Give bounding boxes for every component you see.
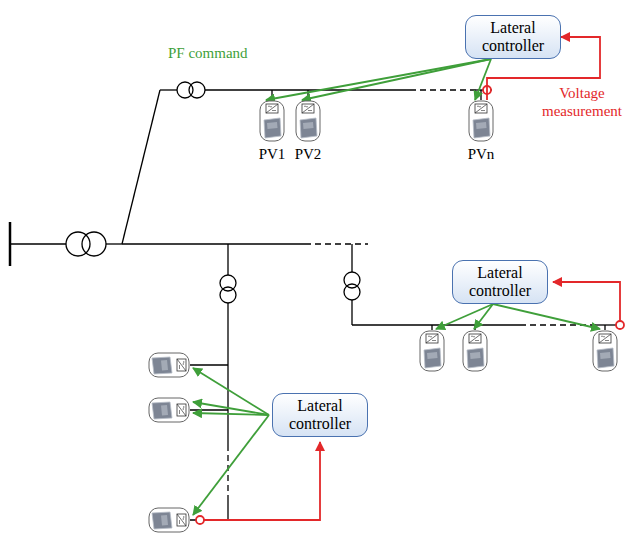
command-arrow <box>436 304 493 329</box>
transformer-symbol <box>344 284 360 300</box>
wire <box>351 300 352 325</box>
wire <box>190 364 228 365</box>
pv-icon <box>149 353 189 377</box>
wire-dashed <box>410 89 476 90</box>
measurement-arrow <box>553 282 620 321</box>
pv-icon <box>593 331 617 371</box>
wire <box>122 243 305 244</box>
wire <box>227 303 228 445</box>
controller-box: Lateral controller <box>465 15 561 59</box>
wire <box>596 324 616 325</box>
node-text: PVn <box>461 146 501 163</box>
pv-icon <box>295 100 321 142</box>
pv-icon <box>468 100 494 142</box>
pv-icon <box>469 101 493 141</box>
command-arrow <box>475 59 491 100</box>
pv-icon <box>149 508 189 532</box>
wire <box>122 90 160 244</box>
pv-icon <box>259 100 285 142</box>
wire-dashed <box>305 243 368 244</box>
transformer-symbol <box>66 232 90 256</box>
wire <box>431 325 432 330</box>
pf-command-arrows <box>193 304 600 515</box>
pv-icon <box>296 101 320 141</box>
wire <box>10 243 66 244</box>
wire <box>352 324 520 325</box>
pv-unit: PVn <box>461 100 501 163</box>
transformer-symbol <box>189 82 205 98</box>
command-arrow <box>302 59 491 100</box>
command-arrow <box>266 59 491 100</box>
pv-icons <box>149 331 617 532</box>
node-text: PV2 <box>288 146 328 163</box>
measurement-label: Voltage measurement <box>536 84 628 120</box>
feeder-lines <box>10 82 616 521</box>
pv-icon <box>420 331 444 371</box>
wire <box>604 325 605 330</box>
transformer-symbol <box>220 287 236 303</box>
command-arrow <box>193 415 269 515</box>
wire <box>160 89 177 90</box>
wire <box>227 244 228 275</box>
wire <box>106 243 122 244</box>
command-arrow <box>193 413 269 415</box>
command-arrow <box>193 402 269 415</box>
measurement-lines <box>196 86 624 524</box>
command-label: PF command <box>168 44 248 62</box>
node-text: PV1 <box>252 146 292 163</box>
wire <box>227 500 228 521</box>
measurement-point <box>196 516 204 524</box>
transformer-symbol <box>82 232 106 256</box>
wire <box>480 90 481 100</box>
node-text: Lateral controller <box>474 19 552 55</box>
wire <box>351 244 352 272</box>
wire <box>190 409 228 410</box>
pv-icon <box>260 101 284 141</box>
node-text: Lateral controller <box>281 397 359 433</box>
command-arrow <box>193 368 269 415</box>
measurement-arrow <box>204 442 320 520</box>
controller-box: Lateral controller <box>272 393 368 437</box>
command-arrow <box>474 304 493 329</box>
wire-dashed <box>227 445 228 500</box>
pv-unit: PV2 <box>288 100 328 163</box>
pv-unit: PV1 <box>252 100 292 163</box>
measurement-point <box>616 321 624 329</box>
command-arrow <box>493 304 600 329</box>
controller-box: Lateral controller <box>452 260 548 304</box>
pv-icon <box>149 398 189 422</box>
pv-icon <box>463 331 487 371</box>
node-text: Lateral controller <box>461 264 539 300</box>
